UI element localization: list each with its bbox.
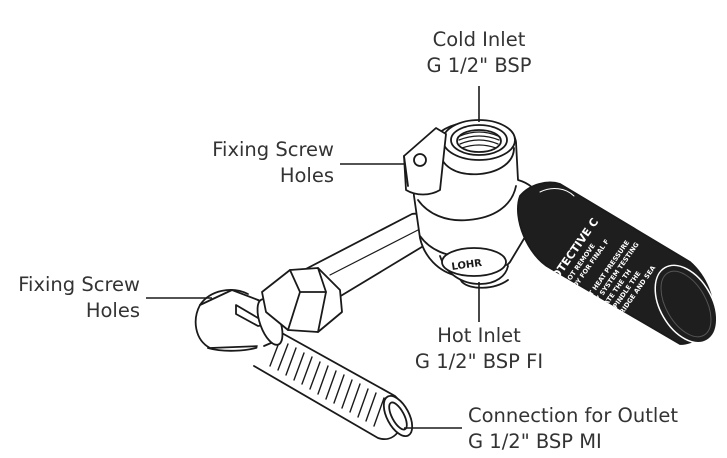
left-fixing-bracket <box>194 289 267 352</box>
body-brand-text: LOHR <box>451 258 483 273</box>
outlet-thread <box>253 321 414 440</box>
protective-cap <box>517 181 718 345</box>
cold-inlet-port <box>442 119 516 161</box>
outlet-spec: G 1/2" BSP MI <box>468 430 602 453</box>
hot-inlet-port <box>439 247 509 285</box>
outlet-label: Connection for Outlet G 1/2" BSP MI <box>468 403 718 455</box>
fixing-screw-holes-left-line2: Holes <box>85 299 140 322</box>
leader-lines <box>146 86 480 429</box>
fixing-screw-holes-top-line1: Fixing Screw <box>212 138 334 161</box>
top-fixing-bracket <box>403 127 447 196</box>
fixing-screw-holes-top-label: Fixing Screw Holes <box>176 137 334 189</box>
fixing-screw-holes-left-line1: Fixing Screw <box>18 273 140 296</box>
hex-nut <box>261 267 343 333</box>
fixing-screw-holes-top-line2: Holes <box>279 164 334 187</box>
hot-inlet-label: Hot Inlet G 1/2" BSP FI <box>394 323 564 375</box>
fixing-screw-holes-left-label: Fixing Screw Holes <box>0 272 140 324</box>
hot-inlet-title: Hot Inlet <box>437 324 521 347</box>
top-screw-hole <box>413 153 427 167</box>
cold-inlet-label: Cold Inlet G 1/2" BSP <box>404 27 554 79</box>
outlet-title: Connection for Outlet <box>468 404 678 427</box>
cold-inlet-title: Cold Inlet <box>432 28 526 51</box>
hot-inlet-spec: G 1/2" BSP FI <box>414 350 544 373</box>
cold-inlet-spec: G 1/2" BSP <box>426 54 532 77</box>
